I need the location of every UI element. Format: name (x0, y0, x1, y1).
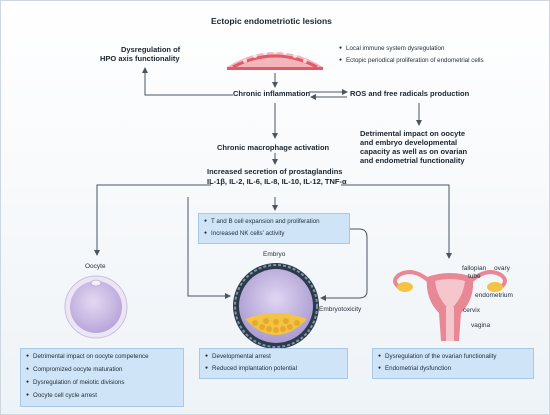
hpo-line-1: Dysregulation of (121, 45, 181, 54)
macrophage-activation: Chronic macrophage activation (217, 143, 330, 152)
vagina-label: vagina (471, 322, 491, 329)
detrimental-line-4: and endometrial functionality (360, 156, 465, 165)
arrow-inflammation-to-hpo (142, 67, 233, 96)
immune-effects-box: T and B cell expansion and proliferation… (198, 213, 350, 244)
uterus-outcomes-box: Dysregulation of the ovarian functionali… (372, 348, 534, 379)
secretion-line-1: Increased secretion of prostaglandins (207, 167, 343, 176)
embryo-outcome-1: Developmental arrest (205, 353, 271, 360)
lesion-illustration (227, 50, 323, 70)
chronic-inflammation: Chronic inflammation (233, 89, 311, 98)
embryo-outcome-2: Reduced implantation potential (205, 365, 297, 372)
hpo-line-2: HPO axis functionality (100, 54, 180, 63)
oocyte-illustration (64, 275, 128, 339)
oocyte-outcome-1: Detrimental impact on oocyte competence (26, 353, 149, 360)
immune-effect-1: T and B cell expansion and proliferation (204, 218, 320, 225)
detrimental-line-3: capacity as well as on ovarian (360, 147, 468, 156)
fallopian-line-2: tube (468, 273, 481, 280)
ros-production: ROS and free radicals production (350, 89, 470, 98)
lesion-note-2: Ectopic periodical proliferation of endo… (339, 57, 484, 64)
embryo-outcomes-box: Developmental arrest Reduced implantatio… (199, 348, 348, 379)
lesion-note-1: Local immune system dysregulation (339, 45, 444, 52)
secretion-line-2: IL-1β, IL-2, IL-6, IL-8, IL-10, IL-12, T… (207, 177, 347, 186)
embryo-illustration (233, 263, 319, 349)
arrow-secretion-to-uterus (341, 184, 452, 259)
lesions-title: Ectopic endometriotic lesions (211, 16, 332, 26)
ovary-label: ovary (494, 265, 510, 272)
arrow-left-to-embryo (187, 197, 231, 299)
oocyte-outcome-3: Dysregulation of meiotic divisions (26, 379, 124, 386)
arrow-secretion-to-oocyte (94, 184, 211, 256)
embryotoxicity-label: Embryotoxicity (319, 306, 362, 313)
uterus-outcome-2: Endometrial dysfunction (378, 365, 451, 372)
detrimental-line-2: and embryo developmental (360, 138, 458, 147)
embryo-label: Embryo (263, 251, 286, 258)
oocyte-label: Oocyte (85, 263, 106, 270)
oocyte-outcomes-box: Detrimental impact on oocyte competence … (20, 348, 184, 407)
detrimental-line-1: Detrimental impact on oocyte (360, 129, 466, 138)
uterus-illustration (393, 270, 507, 341)
oocyte-outcome-2: Compromized oocyte maturation (26, 366, 122, 373)
oocyte-outcome-4: Oocyte cell cycle arrest (26, 392, 97, 399)
cervix-label: cervix (463, 307, 480, 314)
fallopian-line-1: fallopian (462, 265, 487, 272)
endometrium-label: endometrium (475, 292, 513, 299)
immune-effect-2: Increased NK cells' activity (204, 230, 284, 237)
arrow-nk-to-embryotoxicity (320, 228, 368, 301)
uterus-outcome-1: Dysregulation of the ovarian functionali… (378, 353, 496, 360)
